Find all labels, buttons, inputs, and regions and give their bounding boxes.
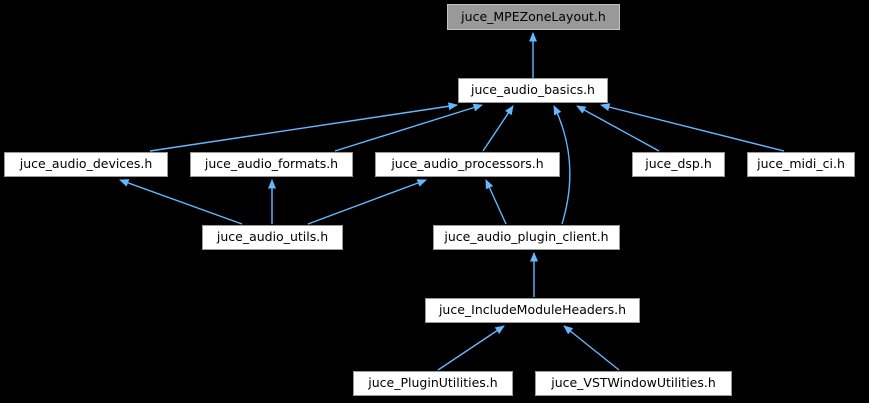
graph-node-midi_ci[interactable]: juce_midi_ci.h (747, 152, 855, 177)
graph-node-audio_formats[interactable]: juce_audio_formats.h (190, 152, 353, 177)
graph-node-audio_processors[interactable]: juce_audio_processors.h (375, 152, 560, 177)
graph-node-dsp[interactable]: juce_dsp.h (632, 152, 725, 177)
edge-dsp-to-audio_basics (576, 105, 660, 152)
graph-node-include_module_headers[interactable]: juce_IncludeModuleHeaders.h (425, 298, 640, 323)
graph-node-vst_window_utilities[interactable]: juce_VSTWindowUtilities.h (535, 371, 732, 396)
edge-audio_plugin_client-to-audio_processors (485, 179, 507, 225)
edge-audio_utils-to-audio_devices (119, 179, 243, 225)
edge-audio_processors-to-audio_basics (482, 105, 514, 152)
edge-audio_devices-to-audio_basics (149, 102, 458, 152)
edge-audio_formats-to-audio_basics (334, 103, 483, 152)
graph-node-audio_devices[interactable]: juce_audio_devices.h (4, 152, 168, 177)
edge-plugin_utilities-to-include_module_headers (437, 325, 505, 371)
graph-node-plugin_utilities[interactable]: juce_PluginUtilities.h (353, 371, 513, 396)
graph-node-audio_utils[interactable]: juce_audio_utils.h (202, 225, 343, 250)
edge-midi_ci-to-audio_basics (600, 103, 785, 152)
edge-vst_window_utilities-to-include_module_headers (563, 325, 620, 371)
graph-node-mpe_zone_layout[interactable]: juce_MPEZoneLayout.h (447, 4, 620, 30)
graph-node-audio_plugin_client[interactable]: juce_audio_plugin_client.h (433, 225, 620, 250)
edge-audio_utils-to-audio_processors (307, 179, 427, 225)
graph-node-audio_basics[interactable]: juce_audio_basics.h (458, 78, 608, 103)
